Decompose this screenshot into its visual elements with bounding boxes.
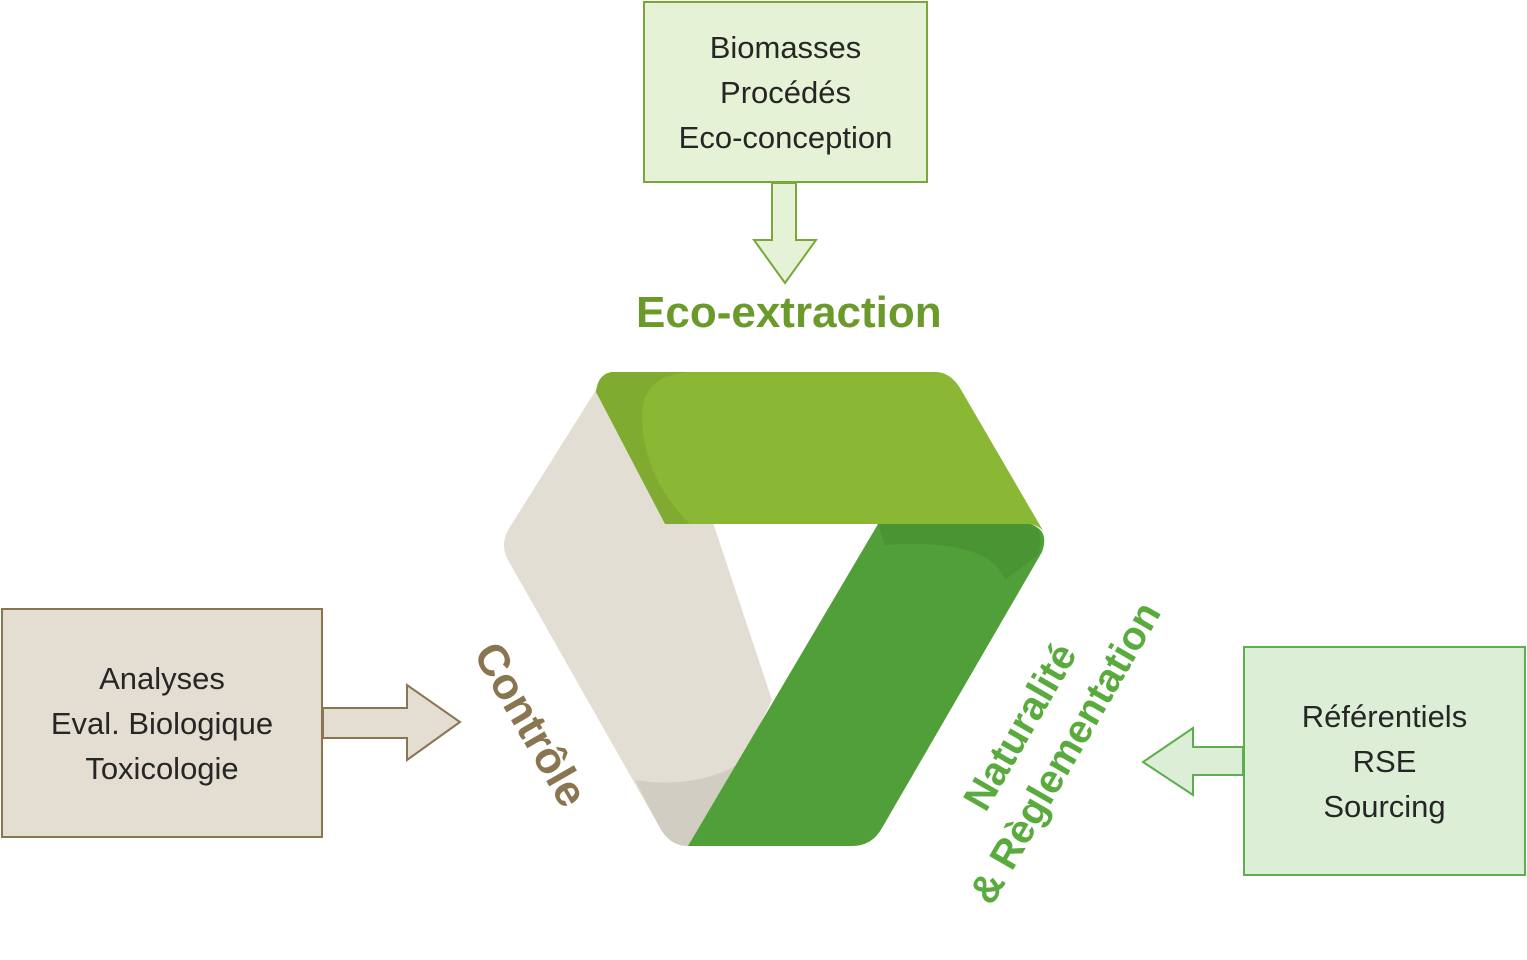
eco-extraction-label: Eco-extraction bbox=[636, 288, 942, 337]
right-box: Référentiels RSE Sourcing bbox=[1243, 646, 1526, 876]
left-box-line: Analyses bbox=[99, 660, 225, 696]
triangle-logo bbox=[504, 372, 1045, 846]
ribbon-right-highlight bbox=[878, 524, 1041, 580]
left-box-line: Toxicologie bbox=[85, 750, 239, 786]
top-box-line: Eco-conception bbox=[678, 119, 893, 155]
right-box-line: Référentiels bbox=[1301, 698, 1468, 734]
ribbon-top bbox=[596, 372, 1045, 534]
left-arrow bbox=[1141, 726, 1244, 797]
left-box: Analyses Eval. Biologique Toxicologie bbox=[1, 608, 323, 838]
left-box-line: Eval. Biologique bbox=[50, 705, 274, 741]
right-box-line: RSE bbox=[1352, 743, 1417, 779]
right-box-line: Sourcing bbox=[1323, 788, 1446, 824]
ribbon-left bbox=[504, 372, 772, 846]
down-arrow bbox=[752, 182, 818, 285]
ribbon-left-shadow bbox=[635, 760, 745, 846]
ribbon-right bbox=[688, 524, 1045, 846]
top-box: Biomasses Procédés Eco-conception bbox=[643, 1, 928, 183]
right-arrow bbox=[322, 683, 462, 762]
top-box-line: Procédés bbox=[720, 74, 851, 110]
top-box-line: Biomasses bbox=[709, 29, 862, 65]
ribbon-top-shade bbox=[596, 372, 690, 524]
